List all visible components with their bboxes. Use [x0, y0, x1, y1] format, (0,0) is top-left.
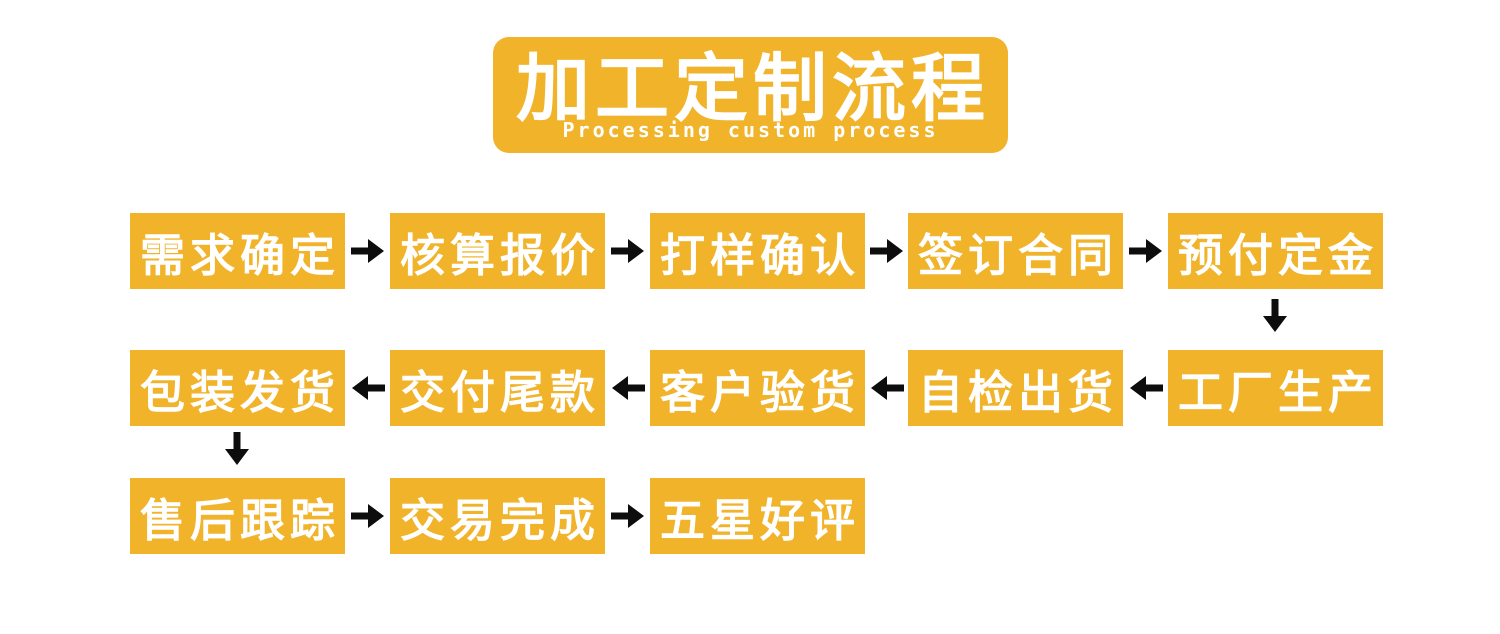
- step-box-contract-signing: 签订合同: [908, 213, 1123, 289]
- arrow-left-icon: [352, 376, 385, 400]
- arrow-left-icon: [1130, 376, 1163, 400]
- step-box-customer-inspection: 客户验货: [650, 350, 865, 426]
- arrow-right-icon: [611, 239, 644, 263]
- arrow-down-icon: [225, 432, 249, 465]
- step-box-self-inspection-shipment: 自检出货: [908, 350, 1123, 426]
- arrow-right-icon: [1129, 239, 1162, 263]
- arrow-down-icon: [1263, 299, 1287, 332]
- step-box-five-star-review: 五星好评: [650, 478, 865, 554]
- title-english: Processing custom process: [562, 118, 939, 142]
- step-box-cost-quotation: 核算报价: [390, 213, 605, 289]
- step-box-demand-confirmation: 需求确定: [130, 213, 345, 289]
- title-chinese: 加工定制流程: [516, 47, 990, 130]
- step-box-after-sales-tracking: 售后跟踪: [130, 478, 345, 554]
- step-box-final-payment: 交付尾款: [390, 350, 605, 426]
- title-banner: 加工定制流程 Processing custom process: [493, 37, 1008, 153]
- step-box-factory-production: 工厂生产: [1168, 350, 1383, 426]
- step-box-packing-shipping: 包装发货: [130, 350, 345, 426]
- arrow-right-icon: [870, 239, 903, 263]
- arrow-right-icon: [351, 504, 384, 528]
- step-box-transaction-complete: 交易完成: [390, 478, 605, 554]
- arrow-right-icon: [611, 504, 644, 528]
- step-box-sample-confirmation: 打样确认: [650, 213, 865, 289]
- arrow-left-icon: [612, 376, 645, 400]
- arrow-left-icon: [871, 376, 904, 400]
- arrow-right-icon: [351, 239, 384, 263]
- step-box-deposit-payment: 预付定金: [1168, 213, 1383, 289]
